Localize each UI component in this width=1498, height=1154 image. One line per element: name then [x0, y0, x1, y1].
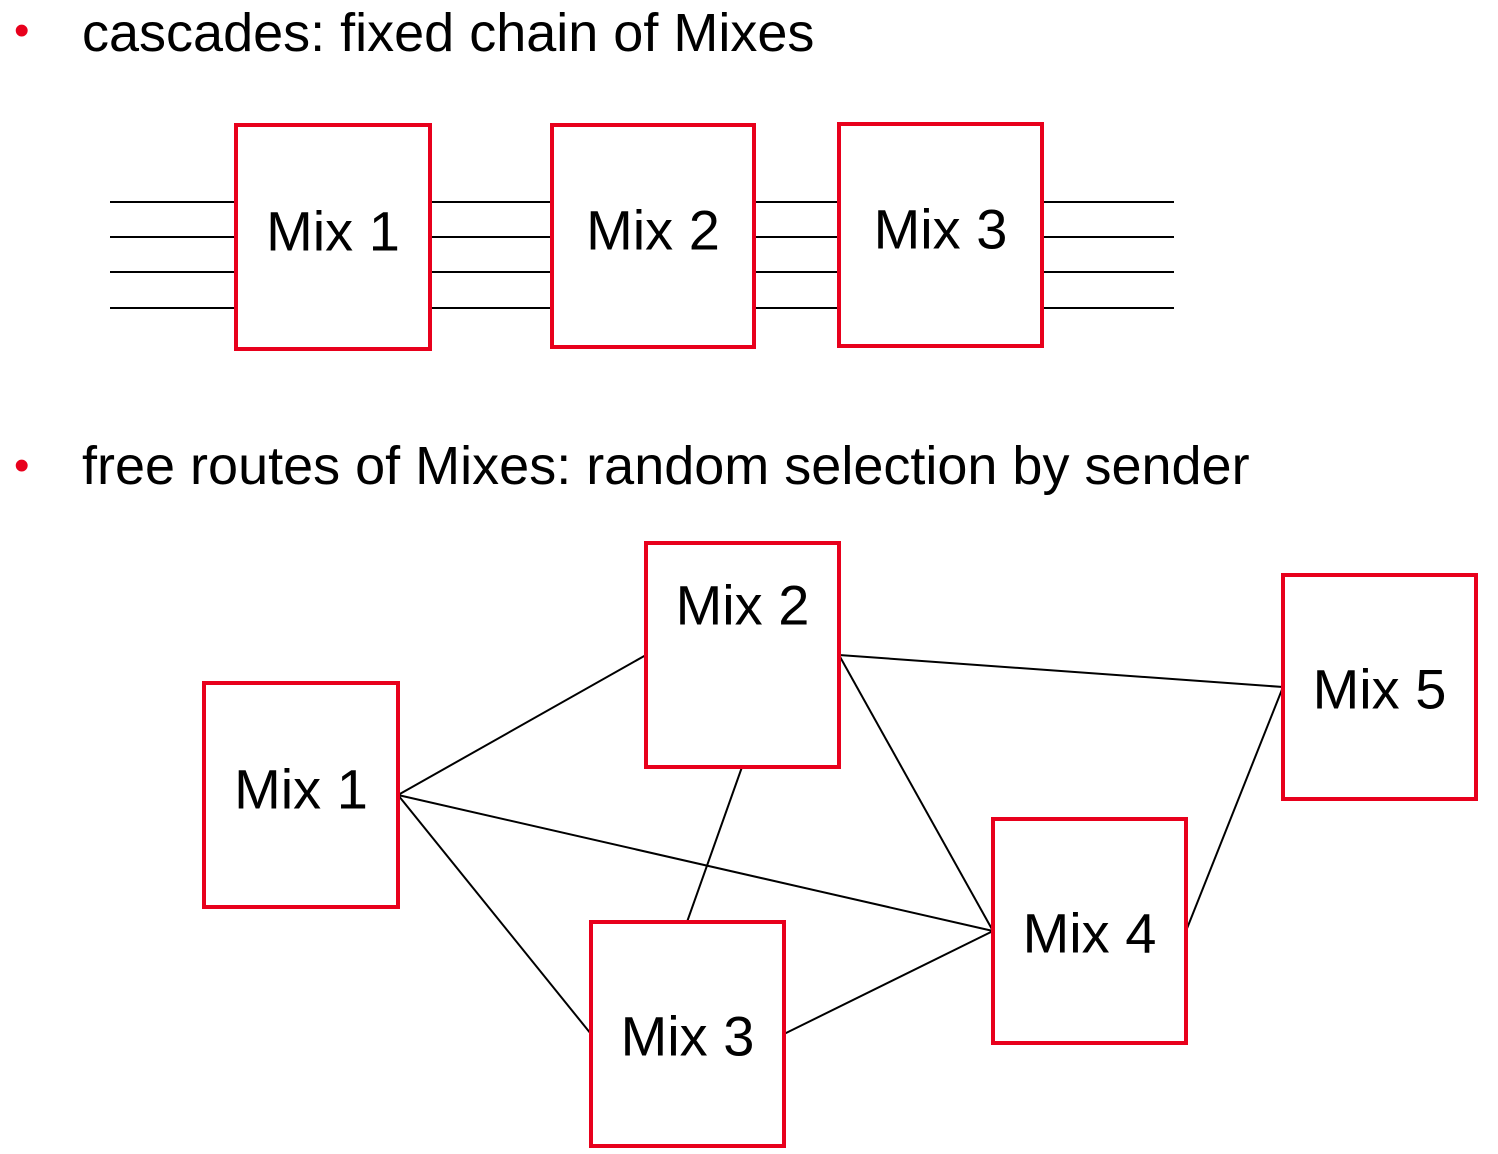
free-mix-1-label: Mix 1 — [234, 758, 368, 821]
route-link-f1-f2 — [397, 654, 647, 796]
route-link-f4-f5 — [1185, 686, 1284, 932]
free-mix-5-label: Mix 5 — [1313, 658, 1447, 721]
route-link-f2-f3 — [686, 766, 743, 923]
free-mix-3: Mix 3 — [589, 920, 786, 1148]
route-link-f2-f5 — [838, 654, 1284, 688]
cascade-mix-2-label: Mix 2 — [586, 199, 720, 262]
cascade-mix-2: Mix 2 — [550, 123, 756, 349]
route-link-f3-f4 — [783, 930, 994, 1035]
free-mix-4-box — [991, 817, 1188, 1045]
cascade-mix-2-box — [550, 123, 756, 349]
free-mix-5-box — [1281, 573, 1478, 801]
cascade-mix-3-label: Mix 3 — [874, 198, 1008, 261]
cascade-mix-1: Mix 1 — [234, 123, 432, 351]
free-mix-3-box — [589, 920, 786, 1148]
cascade-mix-1-box — [234, 123, 432, 351]
bullet-text-free-routes: free routes of Mixes: random selection b… — [82, 436, 1250, 496]
cascade-diagram: Mix 1 Mix 2 Mix 3 — [110, 122, 1174, 351]
bullet-text-cascades: cascades: fixed chain of Mixes — [82, 3, 815, 63]
cascade-mix-3-box — [837, 122, 1044, 348]
free-mix-2-label: Mix 2 — [676, 574, 810, 637]
route-link-f1-f4 — [397, 794, 994, 932]
bullet-marker: • — [14, 441, 30, 490]
free-mix-4: Mix 4 — [991, 817, 1188, 1045]
cascade-mix-1-label: Mix 1 — [266, 200, 400, 263]
free-mix-3-label: Mix 3 — [621, 1005, 755, 1068]
free-mix-2: Mix 2 — [644, 541, 841, 769]
free-mix-5: Mix 5 — [1281, 573, 1478, 801]
free-mix-1: Mix 1 — [202, 681, 400, 909]
route-link-f1-f3 — [397, 794, 592, 1035]
free-routes-diagram: Mix 1 Mix 2 Mix 3 Mix 4 Mix 5 — [202, 541, 1478, 1148]
free-mix-2-box — [644, 541, 841, 769]
route-link-f2-f4 — [838, 654, 994, 932]
cascade-mix-3: Mix 3 — [837, 122, 1044, 348]
free-mix-4-label: Mix 4 — [1023, 902, 1157, 965]
free-mix-1-box — [202, 681, 400, 909]
bullet-marker: • — [14, 6, 30, 55]
